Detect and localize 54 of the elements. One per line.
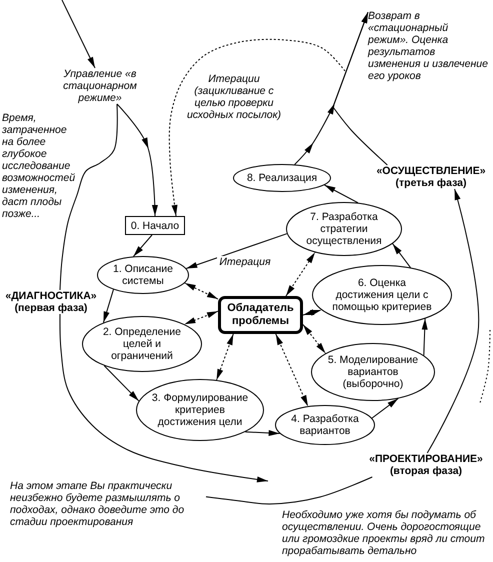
step-label: 3. Формулирование критериев достижения цели (151, 392, 249, 428)
dotted-double-arrow (216, 334, 234, 381)
dotted-double-arrow (184, 282, 218, 300)
arrow (59, 314, 268, 482)
arrow (422, 318, 428, 356)
step-label: 6. Оценка достижения цели с помощью критериев (331, 277, 433, 313)
step-ellipse (275, 405, 375, 445)
dotted-double-arrow (286, 252, 316, 296)
arrow (244, 430, 280, 436)
step-label: 4. Разработка вариантов (290, 413, 360, 437)
owner-box (218, 296, 303, 334)
owner-label: Обладатель проблемы (226, 302, 295, 328)
step-label: 1. Описание системы (112, 263, 174, 287)
arrow (132, 234, 152, 257)
phase-label: «ОСУЩЕСТВЛЕНИЕ» (третья фаза) (372, 165, 490, 189)
arrow (324, 184, 359, 204)
dotted-double-arrow (275, 334, 308, 407)
step-ellipse (136, 379, 264, 441)
arrow (371, 398, 399, 419)
step-label: 2. Определение целей и ограничений (102, 326, 182, 362)
callout-text: Управление «в стационарном режиме» (50, 68, 150, 104)
step-ellipse (312, 265, 452, 325)
arrow (294, 12, 368, 165)
arrow (62, 0, 96, 68)
phase-label: «ПРОЕКТИРОВАНИЕ» (вторая фаза) (362, 453, 490, 477)
note-text: Время, затраченное на более глубокое исследование возможностей изменения, даст плоды позже... (2, 112, 76, 220)
arrow (392, 243, 411, 268)
step-label: 8. Реализация (246, 172, 318, 184)
step-ellipse (286, 202, 402, 256)
note-text: Итерации (зацикливание с целью проверки исходных посылок) (186, 73, 282, 121)
note-text: Возврат в «стационарный режим». Оценка результатов изменения и извлечение его уроков (368, 10, 488, 82)
note-text: Необходимо уже хотя бы подумать об осуществлении. Очень дорогостоящие или громоздкие проекты вряд ли стоит прорабатывать детально (282, 509, 486, 557)
step-ellipse (311, 343, 435, 401)
dotted-arrow (168, 38, 346, 216)
step-label: 0. Начало (130, 220, 180, 232)
dotted-double-arrow (302, 324, 326, 354)
arrow (186, 233, 288, 269)
arrow (102, 289, 114, 324)
dotted-double-arrow (302, 309, 322, 316)
connector-line (60, 104, 118, 290)
step-label: 5. Моделирование вариантов (выборочно) (326, 354, 420, 390)
step-ellipse (233, 164, 331, 192)
arrow (426, 188, 480, 454)
arrow (116, 104, 158, 216)
phase-label: «ДИАГНОСТИКА» (первая фаза) (1, 290, 101, 314)
step-ellipse (82, 316, 202, 372)
edge-label: Итерация (217, 256, 273, 268)
arrow (104, 365, 140, 402)
step-label: 7. Разработка стратегии осуществления (305, 211, 383, 247)
dotted-double-arrow (184, 310, 218, 325)
connector-line (206, 476, 373, 504)
step-ellipse (97, 256, 189, 294)
note-text: На этом этапе Вы практически неизбежно будете размышлять о подходах, однако доведите это до стадии проектирования (10, 480, 206, 528)
start-box (125, 216, 185, 235)
